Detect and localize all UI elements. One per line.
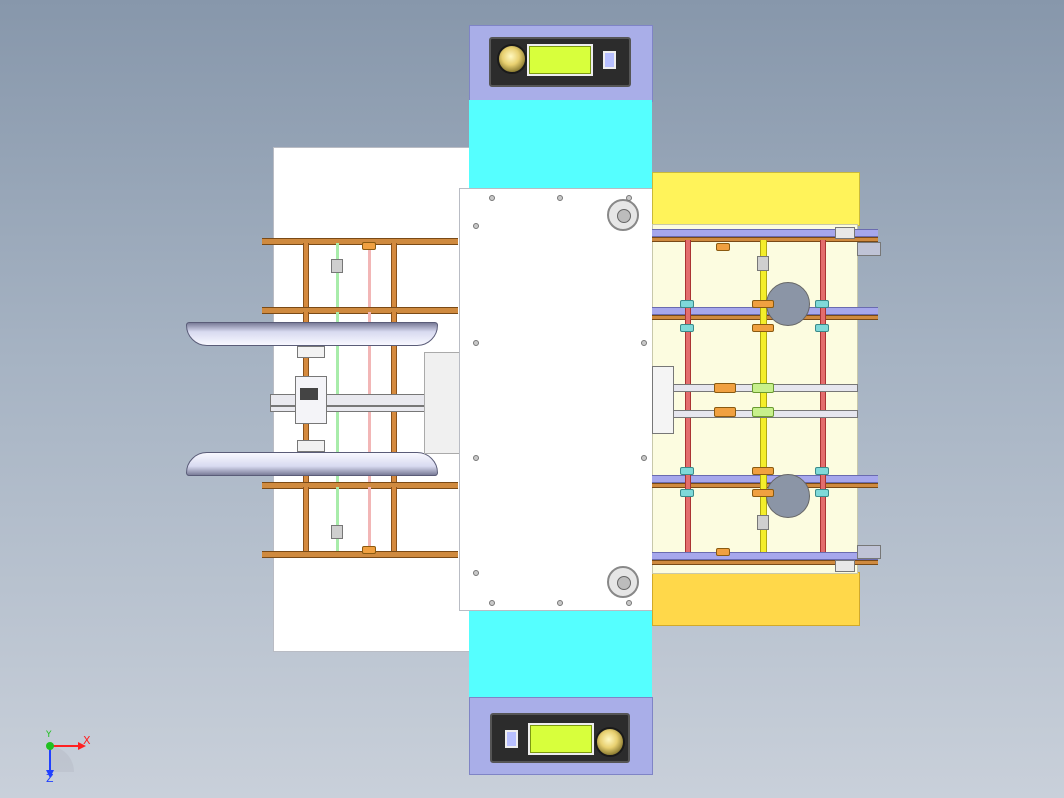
left-collar-2 [362,546,376,554]
right-endcap [835,227,855,239]
left-rod-upper-2 [391,243,397,307]
gripper-mount-bottom [297,440,325,452]
lcd-display-bottom [528,723,594,755]
right-collar [815,489,829,497]
gripper-hub [295,376,327,424]
gripper-hub-core [300,388,318,400]
screw [473,223,479,229]
emergency-knob-top[interactable] [497,44,527,74]
right-collar [680,467,694,475]
right-collar [680,489,694,497]
right-frame-bottom [652,572,860,626]
right-collar [680,300,694,308]
axis-triad: X Y Z [36,730,96,785]
right-collar [680,324,694,332]
right-endcap [857,242,881,256]
right-collar [752,383,774,393]
gripper-jaw-lower [186,452,438,476]
right-slider-upper [757,256,769,271]
right-rail-1 [652,229,878,237]
gripper-jaw-upper [186,322,438,346]
screw [557,195,563,201]
right-collar [716,243,730,251]
flange-bottom-right [607,566,639,598]
left-rod-lower-green [336,487,339,551]
right-endcap [857,545,881,559]
left-rail-3 [262,482,458,489]
left-rail-1 [262,238,458,245]
right-collar [714,383,736,393]
right-rail-4 [652,552,878,560]
screw [641,340,647,346]
right-collar [752,489,774,497]
right-clamp [652,366,674,434]
emergency-knob-bottom[interactable] [595,727,625,757]
right-rail-4b [652,560,878,565]
axis-z-label: Z [46,772,54,785]
screw [489,600,495,606]
right-collar [714,407,736,417]
right-slider-lower [757,515,769,530]
axis-triad-graphic [46,742,86,778]
screw [473,340,479,346]
right-endcap [835,560,855,572]
right-collar [716,548,730,556]
left-rod-lower-1 [303,487,309,551]
square-button-bottom[interactable] [505,730,518,748]
flange-top-right [607,199,639,231]
right-collar [752,407,774,417]
right-rod-red-2 [820,240,826,552]
left-side-block [424,352,462,454]
right-rod-red-1 [685,240,691,552]
screw [626,600,632,606]
axis-x-label: X [83,734,91,747]
right-collar [815,300,829,308]
square-button-top[interactable] [603,51,616,69]
left-rod-lower-pink [368,487,371,551]
right-frame-top [652,172,860,226]
left-rod-lower-2 [391,487,397,551]
screw [489,195,495,201]
right-collar [815,324,829,332]
axis-y-label: Y [46,730,52,740]
right-collar [752,300,774,308]
screw [626,195,632,201]
left-rod-upper-pink [368,243,371,307]
right-collar [752,467,774,475]
left-collar-1 [362,242,376,250]
screw [641,455,647,461]
lcd-display-top [527,44,593,76]
screw [473,455,479,461]
left-rod-upper-1 [303,243,309,307]
right-collar [752,324,774,332]
gripper-mount-top [297,346,325,358]
center-cover-plate [459,188,654,611]
screw [557,600,563,606]
left-rod-upper-green [336,243,339,307]
right-frame-body [652,224,858,574]
left-slider-lower [331,525,343,539]
left-slider-upper [331,259,343,273]
left-rail-2 [262,307,458,314]
right-rod-yellow [760,240,767,552]
right-collar [815,467,829,475]
left-rail-4 [262,551,458,558]
screw [473,570,479,576]
